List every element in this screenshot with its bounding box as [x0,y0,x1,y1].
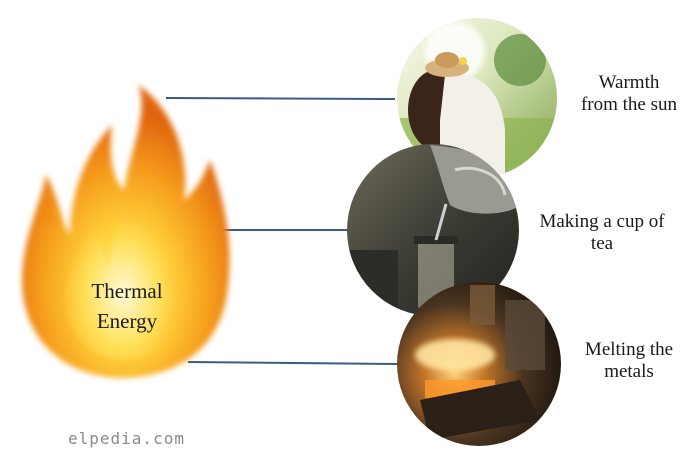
flame-inner-glow [65,196,180,360]
example-metals-line1: Melting the [584,339,674,360]
example-tea-line2: tea [590,233,614,254]
thermal-energy-line2: Energy [96,309,158,333]
connector-sun [165,97,396,100]
example-label-sun: Warmth from the sun [572,72,686,116]
example-label-tea: Making a cup of tea [524,211,680,255]
connector-metals [187,361,401,365]
example-sun-line1: Warmth [598,72,660,93]
example-label-metals: Melting the metals [572,339,686,383]
thermal-energy-label: Thermal Energy [62,276,192,336]
thermal-energy-line1: Thermal [91,279,163,303]
watermark: elpedia.com [68,429,185,448]
example-tea-line1: Making a cup of [539,211,665,232]
example-metals-line2: metals [604,361,654,382]
example-sun-line2: from the sun [580,94,678,115]
metals-photo [397,282,561,446]
